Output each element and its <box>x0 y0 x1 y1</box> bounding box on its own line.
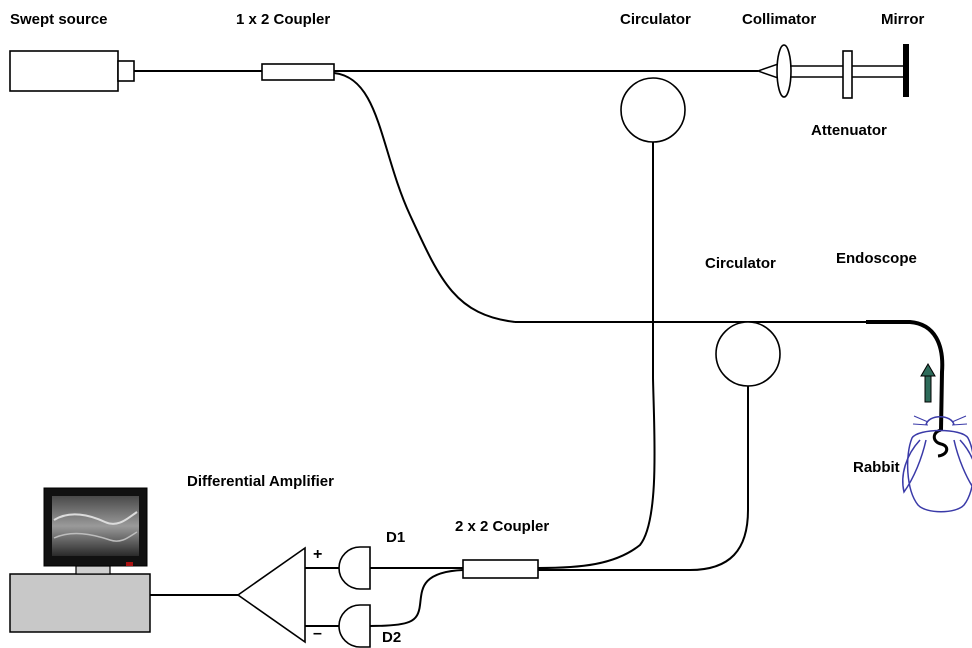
rabbit-right-ear <box>954 440 972 492</box>
computer <box>10 488 150 632</box>
coupler-2x2-box <box>463 560 538 578</box>
label-detector-d2: D2 <box>382 629 401 646</box>
mirror <box>903 44 909 97</box>
label-endoscope: Endoscope <box>836 250 917 267</box>
label-coupler-1x2: 1 x 2 Coupler <box>236 11 330 28</box>
rabbit-left-ear <box>903 440 926 492</box>
swept-source <box>10 51 134 91</box>
label-mirror: Mirror <box>881 11 925 28</box>
collimator <box>758 45 791 97</box>
monitor-screen <box>52 496 139 556</box>
rabbit-illustration <box>903 416 972 512</box>
label-differential-amplifier: Differential Amplifier <box>187 473 334 490</box>
label-swept-source: Swept source <box>10 11 108 28</box>
fiber-ref-return-to-coupler <box>538 378 655 568</box>
label-plus-sign: + <box>313 546 322 563</box>
label-rabbit: Rabbit <box>853 459 900 476</box>
detector-d1 <box>339 547 370 589</box>
coupler-1x2-box <box>262 64 334 80</box>
circulator-reference <box>621 78 685 142</box>
label-attenuator: Attenuator <box>811 122 887 139</box>
circulator-sample <box>716 322 780 386</box>
fiber-network <box>134 71 947 626</box>
label-circulator-sample: Circulator <box>705 255 776 272</box>
label-minus-sign: – <box>313 625 322 642</box>
label-coupler-2x2: 2 x 2 Coupler <box>455 518 549 535</box>
monitor-stand <box>76 566 110 574</box>
attenuator-plate <box>843 51 852 98</box>
computer-base <box>10 574 150 632</box>
probe-tip-curl <box>934 430 946 456</box>
fiber-coupler-to-d2 <box>370 570 463 626</box>
differential-amplifier <box>238 548 305 642</box>
insertion-arrow <box>921 364 935 402</box>
label-circulator-reference: Circulator <box>620 11 691 28</box>
fiber-coupler-to-sample-circulator <box>334 73 515 322</box>
detector-d2 <box>339 605 370 647</box>
label-collimator: Collimator <box>742 11 816 28</box>
label-detector-d1: D1 <box>386 529 405 546</box>
power-led <box>126 562 133 566</box>
